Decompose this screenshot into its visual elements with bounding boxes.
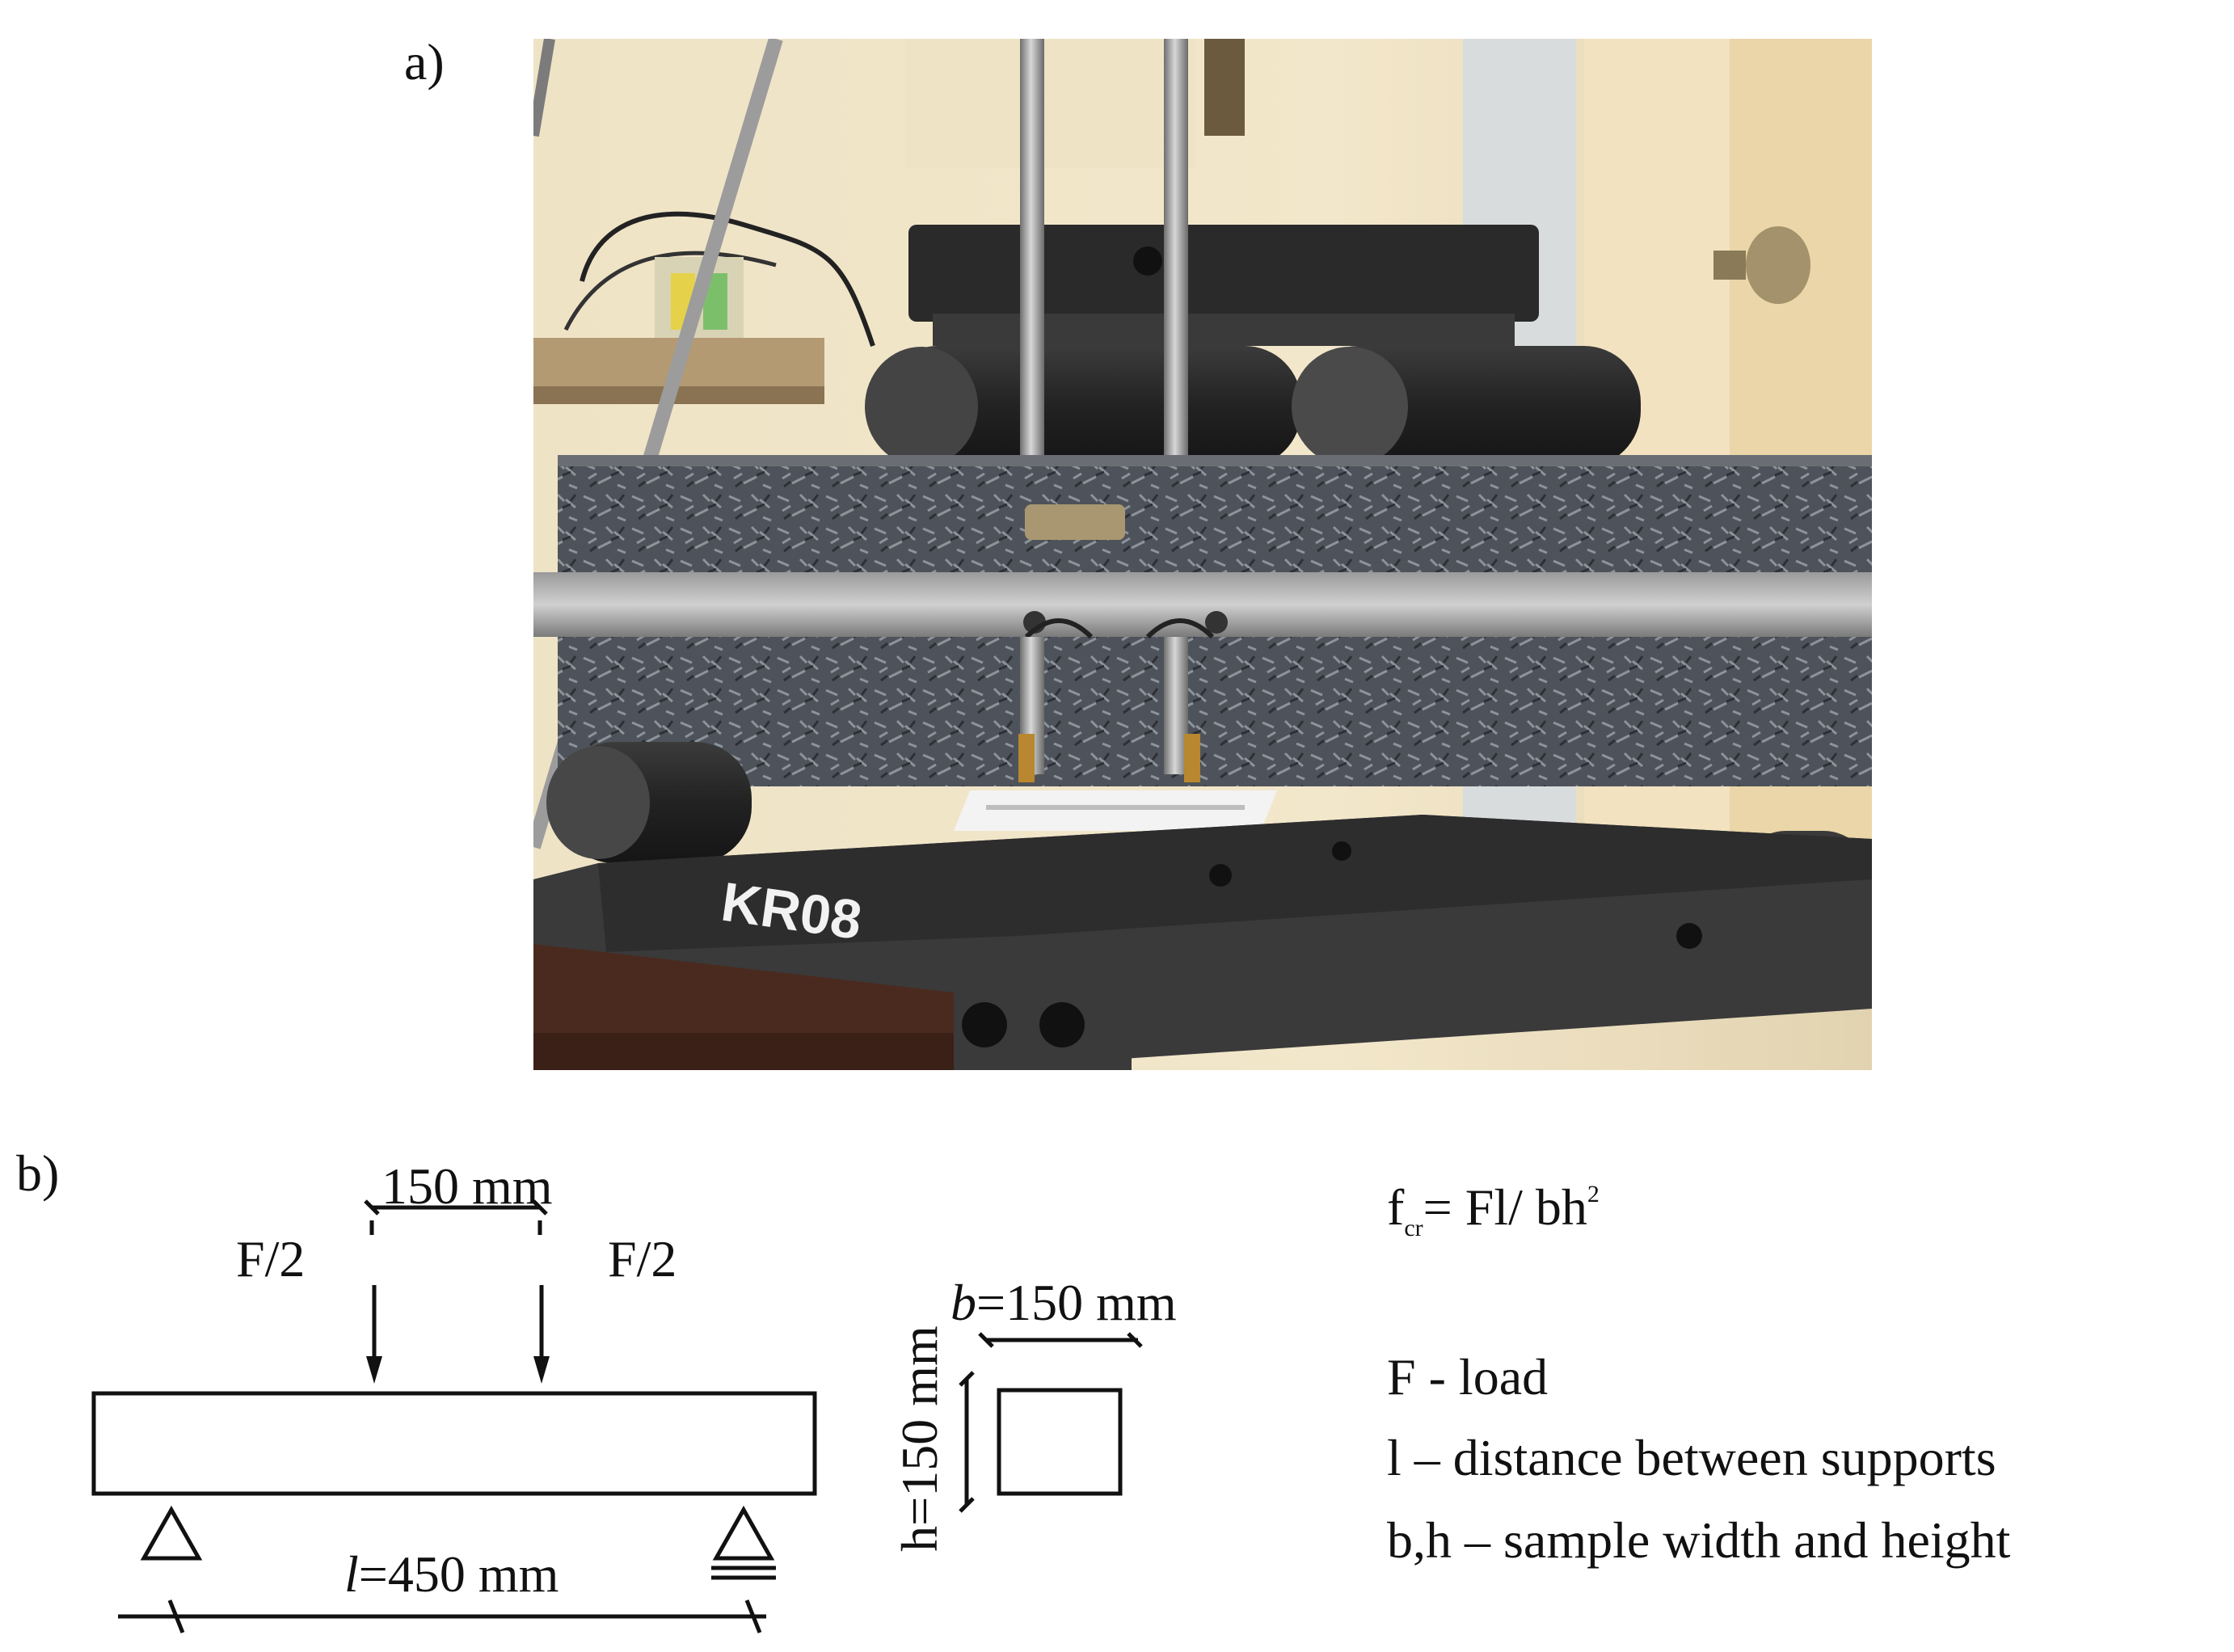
width-value: =150 mm	[976, 1274, 1177, 1331]
support-right	[712, 1505, 775, 1561]
beam-diagram: 150 mm F/2 F/2 l=450 mm b=150 mm h=150 m…	[0, 1115, 1326, 1652]
test-setup-photo: KR08	[533, 39, 1872, 1070]
panel-b-label: b)	[16, 1144, 60, 1202]
legend-dimensions: b,h – sample width and height	[1387, 1511, 2011, 1569]
legend-distance: l – distance between supports	[1387, 1429, 1996, 1486]
formula-main: f	[1387, 1178, 1405, 1236]
support-left	[140, 1505, 203, 1561]
load-left-label: F/2	[236, 1230, 306, 1287]
formula-subscript: cr	[1404, 1215, 1423, 1241]
width-symbol: b	[951, 1274, 976, 1331]
cross-section	[997, 1388, 1123, 1496]
height-label: h=150 mm	[891, 1325, 948, 1552]
span-label: l=450 mm	[344, 1549, 558, 1600]
span-symbol: l	[344, 1545, 359, 1603]
formula-rhs: = Fl/ bh	[1423, 1178, 1587, 1236]
legend-load: F - load	[1387, 1348, 1549, 1405]
panel-a-label: a)	[404, 33, 445, 91]
width-label: b=150 mm	[951, 1277, 1177, 1329]
span-value: =450 mm	[358, 1545, 559, 1603]
load-spacing-label: 150 mm	[381, 1157, 553, 1215]
formula-superscript: 2	[1587, 1181, 1600, 1207]
beam	[91, 1391, 817, 1496]
load-right-label: F/2	[608, 1230, 677, 1287]
flexural-strength-formula: fcr= Fl/ bh2	[1387, 1182, 1600, 1241]
